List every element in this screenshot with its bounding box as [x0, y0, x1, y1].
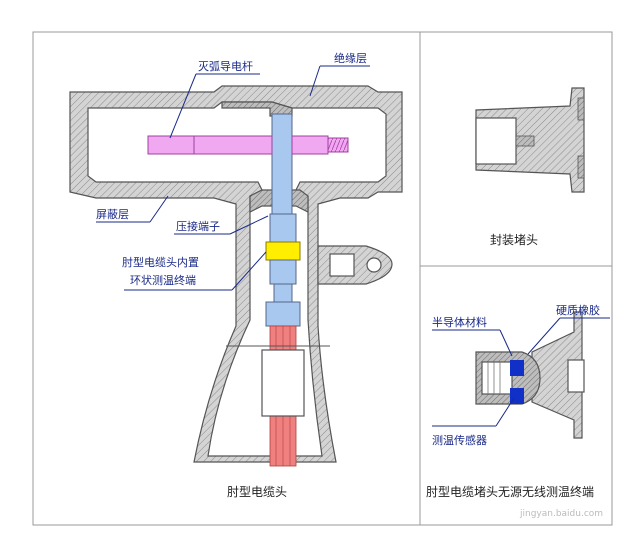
caption-main: 肘型电缆头: [227, 484, 287, 499]
cap-plug: 封装堵头: [475, 87, 585, 247]
main-annotations: 灭弧导电杆 绝缘层 屏蔽层 压接端子 肘型电缆头内置 环状测温终端 肘型电缆头: [96, 51, 370, 499]
label-hard-rubber: 硬质橡胶: [556, 303, 600, 317]
plug-with-sensor: [475, 311, 585, 439]
caption-cap-plug: 封装堵头: [490, 233, 538, 247]
watermark: jingyan.baidu.com: [519, 509, 603, 519]
label-shield: 屏蔽层: [96, 208, 129, 221]
crimp-terminal: [265, 213, 301, 327]
label-temp-sensor: 测温传感器: [432, 434, 487, 447]
label-sensor-line1: 肘型电缆头内置: [122, 255, 199, 269]
conductor-stem: [271, 113, 293, 215]
caption-plug-sensor: 肘型电缆堵头无源无线测温终端: [426, 484, 594, 499]
side-lug: [317, 245, 393, 285]
label-semiconductor: 半导体材料: [432, 315, 487, 329]
label-crimp: 压接端子: [176, 220, 220, 233]
arc-rod: [147, 135, 349, 155]
label-sensor-line2: 环状测温终端: [130, 273, 196, 287]
label-insulation: 绝缘层: [334, 51, 367, 65]
plug-annotations: 半导体材料 硬质橡胶 测温传感器 肘型电缆堵头无源无线测温终端: [426, 303, 610, 499]
cable-sheath: [261, 349, 305, 417]
elbow-cable-head: [69, 85, 403, 467]
label-arc-rod: 灭弧导电杆: [198, 59, 253, 73]
